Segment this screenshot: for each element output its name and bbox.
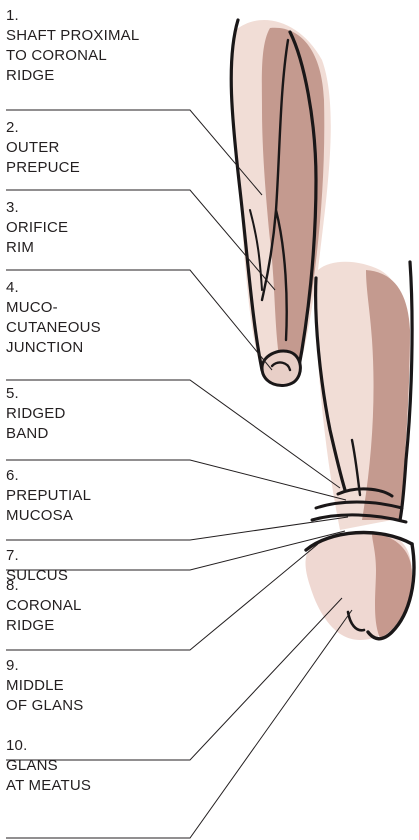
orifice-rim (262, 351, 300, 386)
label-text-line: MIDDLE (6, 676, 196, 696)
label-number: 1. (6, 6, 196, 26)
leader-line-10 (6, 610, 352, 838)
label-text-line: SHAFT PROXIMAL (6, 26, 196, 46)
label-number: 2. (6, 118, 196, 138)
label-number: 5. (6, 384, 196, 404)
label-text-line: GLANS (6, 756, 196, 776)
label-text-line: MUCOSA (6, 506, 196, 526)
label-text-line: CORONAL (6, 596, 196, 616)
label-text-line: OF GLANS (6, 696, 196, 716)
label-text-line: ORIFICE (6, 218, 196, 238)
label-number: 8. (6, 576, 196, 596)
label-text-line: TO CORONAL (6, 46, 196, 66)
label-number: 3. (6, 198, 196, 218)
label-text-line: MUCO- (6, 298, 196, 318)
label-number: 4. (6, 278, 196, 298)
label-text-line: OUTER (6, 138, 196, 158)
label-text-line: RIDGE (6, 616, 196, 636)
label-number: 10. (6, 736, 196, 756)
label-text-line: AT MEATUS (6, 776, 196, 796)
label-text-line: PREPUTIAL (6, 486, 196, 506)
label-text-line: RIM (6, 238, 196, 258)
label-number: 7. (6, 546, 196, 566)
label-text-line: RIDGED (6, 404, 196, 424)
glans-illustration (306, 262, 414, 640)
label-text-line: PREPUCE (6, 158, 196, 178)
label-text-line: CUTANEOUS (6, 318, 196, 338)
label-text-line: RIDGE (6, 66, 196, 86)
label-number: 6. (6, 466, 196, 486)
label-number: 9. (6, 656, 196, 676)
label-text-line: JUNCTION (6, 338, 196, 358)
label-text-line: BAND (6, 424, 196, 444)
